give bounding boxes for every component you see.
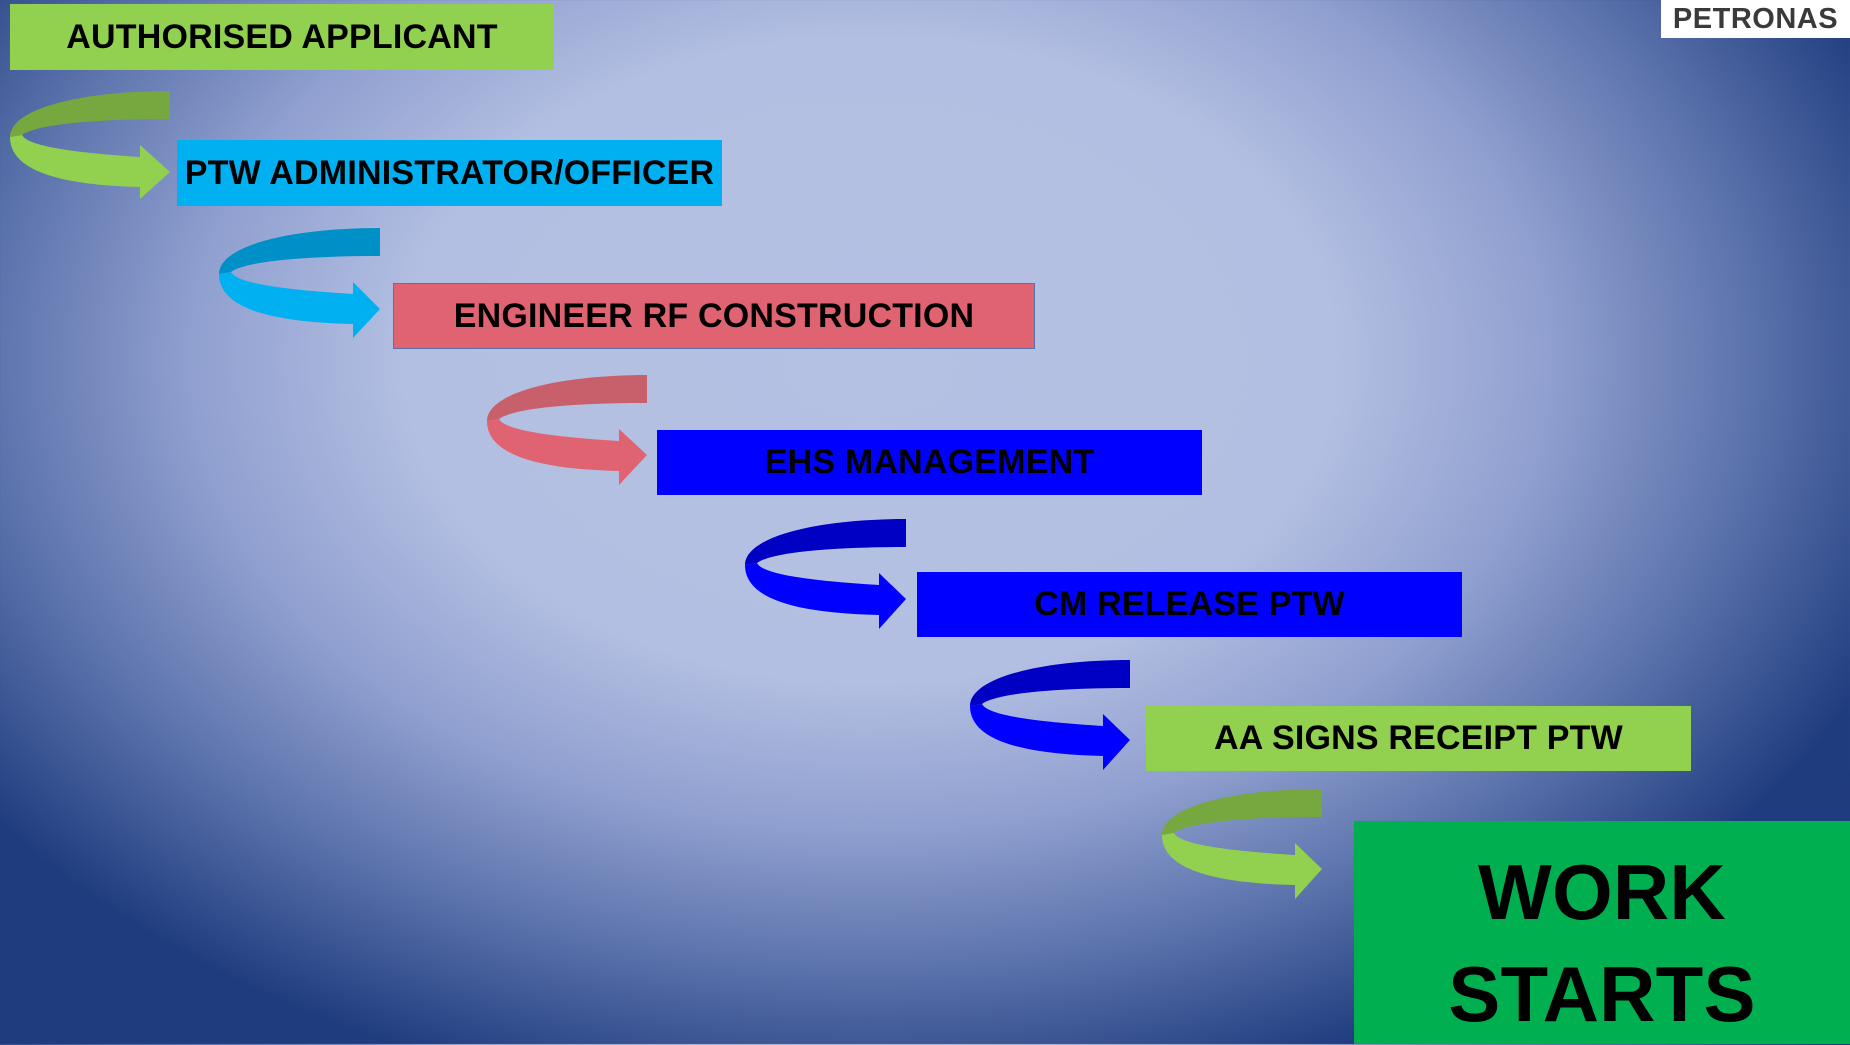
arrow-band-upper xyxy=(970,660,1130,706)
arrow-band-lower xyxy=(970,704,1130,770)
arrow-band-lower xyxy=(487,419,647,485)
curved-arrow-3-icon xyxy=(487,375,647,485)
petronas-logo: PETRONAS xyxy=(1661,0,1850,38)
step-label: EHS MANAGEMENT xyxy=(764,443,1095,481)
arrow-band-upper xyxy=(745,519,906,565)
arrow-band-upper xyxy=(10,91,170,137)
step-aa-signs-receipt: AA SIGNS RECEIPT PTW xyxy=(1146,706,1691,771)
arrow-band-lower xyxy=(1162,833,1322,899)
step-label: AA SIGNS RECEIPT PTW xyxy=(1214,719,1623,757)
curved-arrow-2-icon xyxy=(219,228,380,338)
step-label: CM RELEASE PTW xyxy=(1034,585,1345,623)
logo-text: PETRONAS xyxy=(1672,2,1839,35)
curved-arrow-5-icon xyxy=(970,660,1130,770)
arrow-band-lower xyxy=(10,135,170,199)
arrow-band-upper xyxy=(219,228,380,274)
step-authorised-applicant: AUTHORISED APPLICANT xyxy=(10,4,554,70)
curved-arrow-6-icon xyxy=(1162,789,1322,899)
step-work-starts: WORK STARTS xyxy=(1354,821,1850,1044)
step-cm-release-ptw: CM RELEASE PTW xyxy=(917,572,1462,637)
step-engineer-rf-construction: ENGINEER RF CONSTRUCTION xyxy=(393,283,1035,349)
arrow-band-lower xyxy=(745,563,906,629)
step-ehs-management: EHS MANAGEMENT xyxy=(657,430,1202,495)
curved-arrow-1-icon xyxy=(10,91,170,199)
final-line-2: STARTS xyxy=(1448,949,1756,1038)
step-label: ENGINEER RF CONSTRUCTION xyxy=(453,296,975,335)
curved-arrow-4-icon xyxy=(745,519,906,629)
final-line-1: WORK xyxy=(1478,847,1726,936)
step-label: PTW ADMINISTRATOR/OFFICER xyxy=(184,153,715,192)
arrow-band-upper xyxy=(1162,789,1322,835)
arrow-band-lower xyxy=(219,272,380,338)
step-label: AUTHORISED APPLICANT xyxy=(66,17,498,56)
arrow-band-upper xyxy=(487,375,647,421)
step-ptw-administrator: PTW ADMINISTRATOR/OFFICER xyxy=(177,140,722,206)
